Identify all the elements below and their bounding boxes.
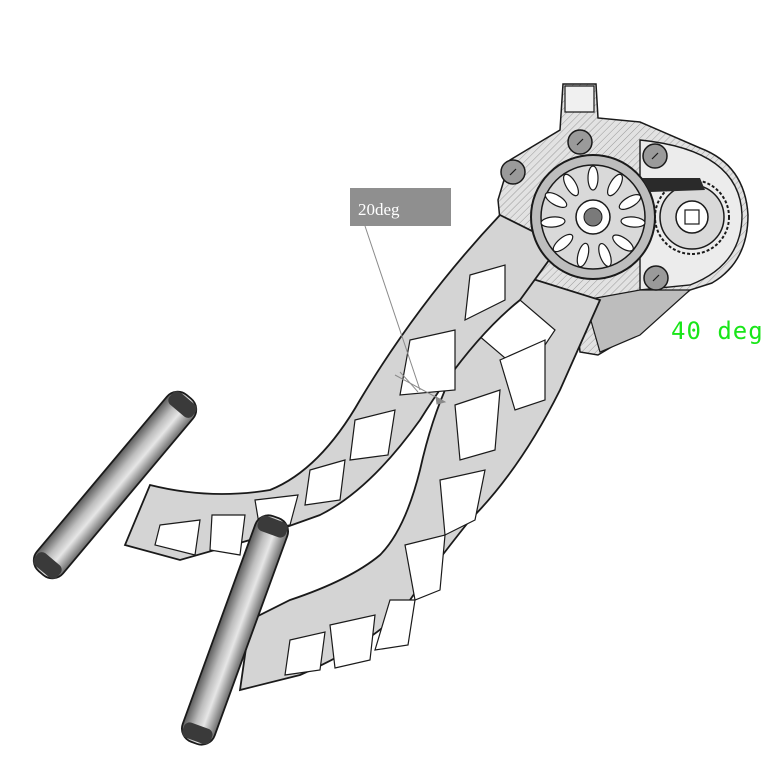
mount-bolts — [500, 129, 669, 291]
angle-callout-box — [350, 188, 451, 226]
rotation-angle-label: 40 deg — [671, 317, 764, 345]
ratchet-gear — [530, 154, 656, 280]
foot-pedal-right — [181, 514, 289, 746]
lever-arm-upper — [123, 213, 562, 561]
callout-leader — [364, 225, 447, 405]
angle-callout-text: 20deg — [358, 200, 400, 219]
lever-arm-lower — [238, 273, 602, 692]
foot-pedal-left — [32, 390, 198, 580]
small-gear — [642, 178, 730, 255]
